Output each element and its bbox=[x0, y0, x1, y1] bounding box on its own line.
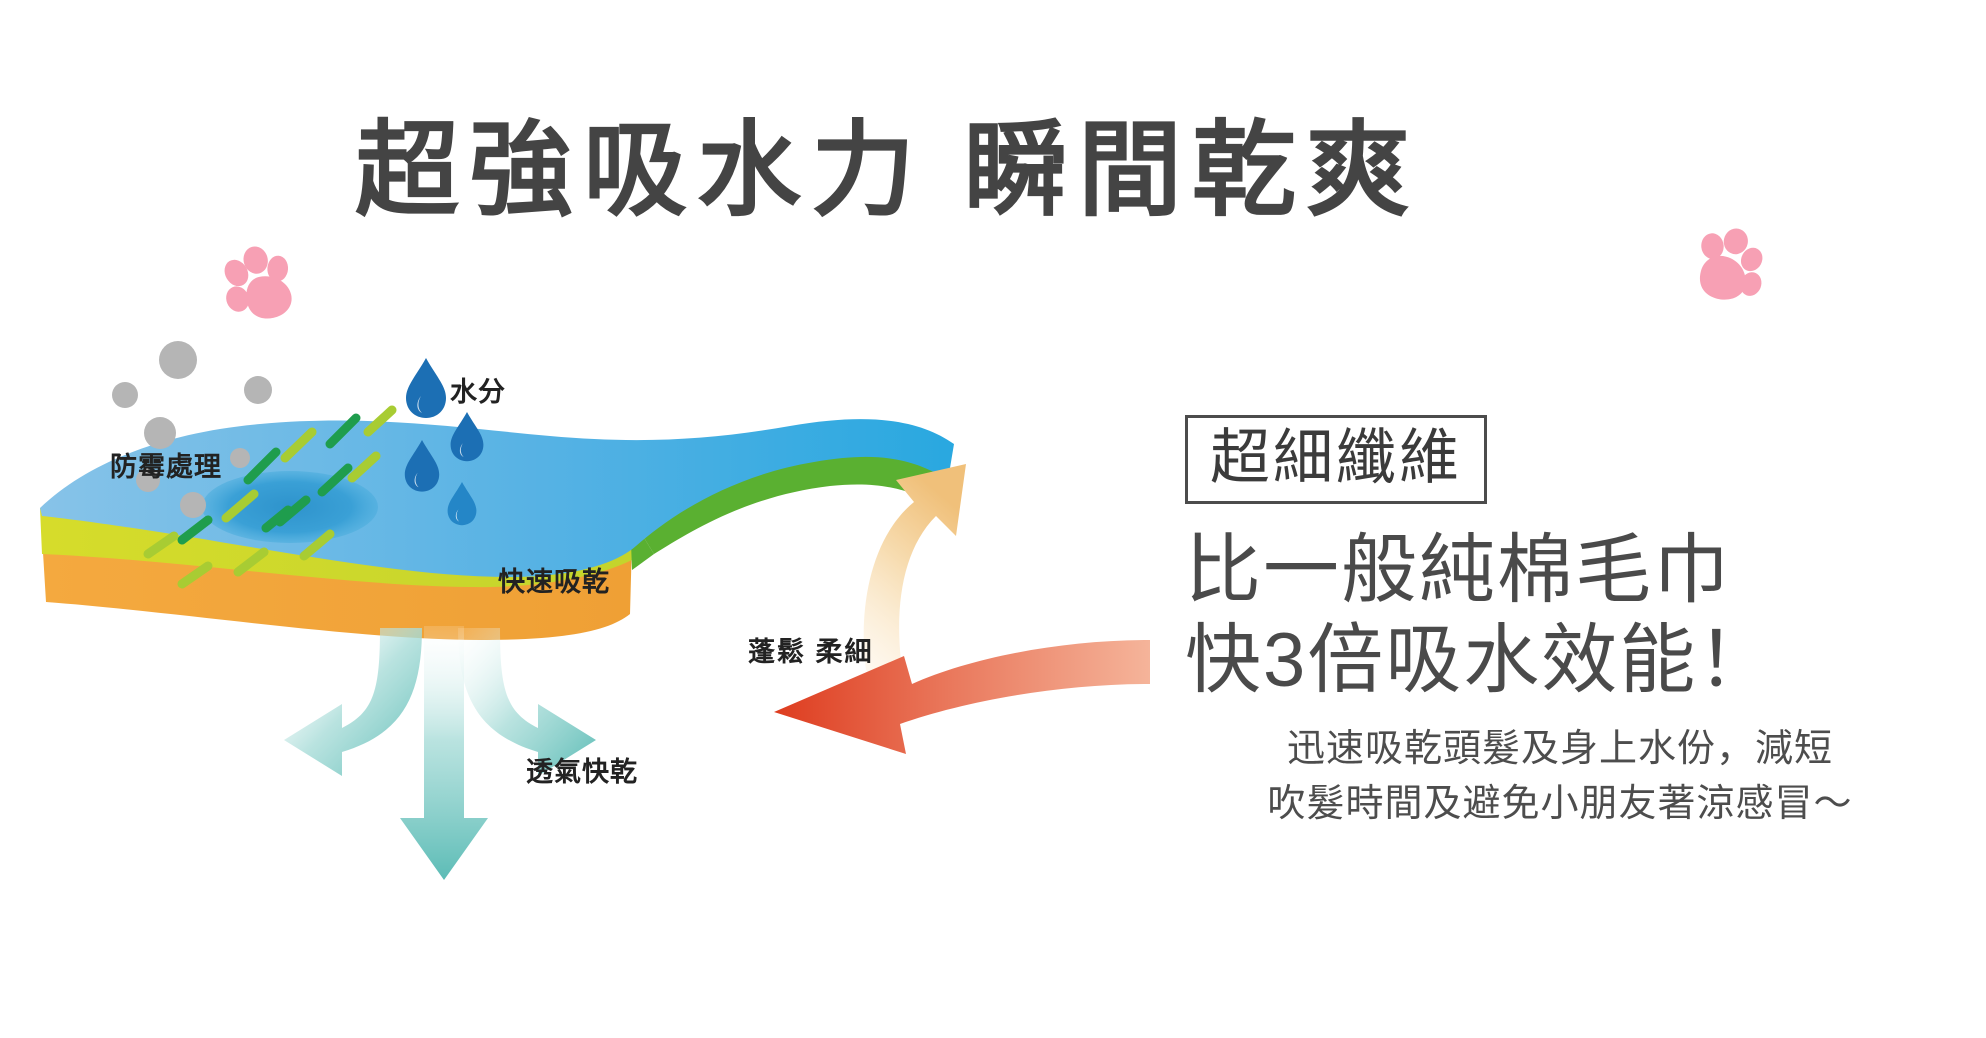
mold-bubble bbox=[180, 492, 206, 518]
breathable-arrow-group bbox=[284, 626, 596, 880]
feature-headline-line-2: 快3倍吸水效能！ bbox=[1185, 617, 1776, 703]
water-drop-absorbed bbox=[447, 482, 477, 526]
mold-bubble bbox=[244, 376, 272, 404]
label-moisture: 水分 bbox=[450, 377, 506, 407]
water-drop-group bbox=[404, 358, 484, 526]
feature-headline-line-1: 比一般純棉毛巾 bbox=[1185, 528, 1731, 614]
fabric-cross-section-diagram: 防霉處理 水分 快速吸乾 蓬鬆 柔細 透氣快乾 bbox=[30, 340, 1160, 1020]
mold-bubble bbox=[136, 468, 160, 492]
label-fluffy-soft: 蓬鬆 柔細 bbox=[748, 637, 874, 667]
water-drop bbox=[404, 440, 440, 492]
paw-print-icon bbox=[1673, 215, 1777, 319]
mold-bubble bbox=[112, 382, 138, 408]
status-badge: 超細纖維 bbox=[1185, 415, 1487, 505]
breathe-arrow-down bbox=[400, 626, 488, 880]
breathe-arrow-right bbox=[458, 628, 596, 776]
paw-print-icon bbox=[208, 233, 310, 335]
mold-bubble bbox=[230, 448, 250, 468]
mold-bubble bbox=[159, 341, 197, 379]
label-mold-proof: 防霉處理 bbox=[110, 452, 222, 482]
fluffy-curved-arrow bbox=[863, 464, 966, 679]
feature-description-line-2: 吹髮時間及避免小朋友著涼感冒～ bbox=[1267, 783, 1853, 825]
headline-row: 超強吸水力 瞬間乾爽 bbox=[0, 96, 1986, 319]
feature-description: 迅速吸乾頭髮及身上水份，減短 吹髮時間及避免小朋友著涼感冒～ bbox=[1185, 722, 1945, 833]
label-breathable-quick-dry: 透氣快乾 bbox=[526, 757, 638, 787]
mold-bubble-group bbox=[112, 341, 272, 518]
page-title: 超強吸水力 瞬間乾爽 bbox=[355, 113, 1420, 229]
mold-bubble bbox=[144, 417, 176, 449]
water-drop bbox=[450, 412, 484, 462]
label-fast-absorb: 快速吸乾 bbox=[498, 567, 610, 597]
breathe-arrow-left bbox=[284, 628, 422, 776]
feature-description-line-1: 迅速吸乾頭髮及身上水份，減短 bbox=[1286, 727, 1833, 770]
fiber-dash-group bbox=[143, 405, 397, 589]
diagram-svg bbox=[40, 341, 1150, 880]
water-drop bbox=[406, 358, 446, 418]
pointer-arrow bbox=[774, 640, 1150, 754]
feature-text-panel: 超細纖維 比一般純棉毛巾 快3倍吸水效能！ 迅速吸乾頭髮及身上水份，減短 吹髮時… bbox=[1185, 415, 1945, 832]
